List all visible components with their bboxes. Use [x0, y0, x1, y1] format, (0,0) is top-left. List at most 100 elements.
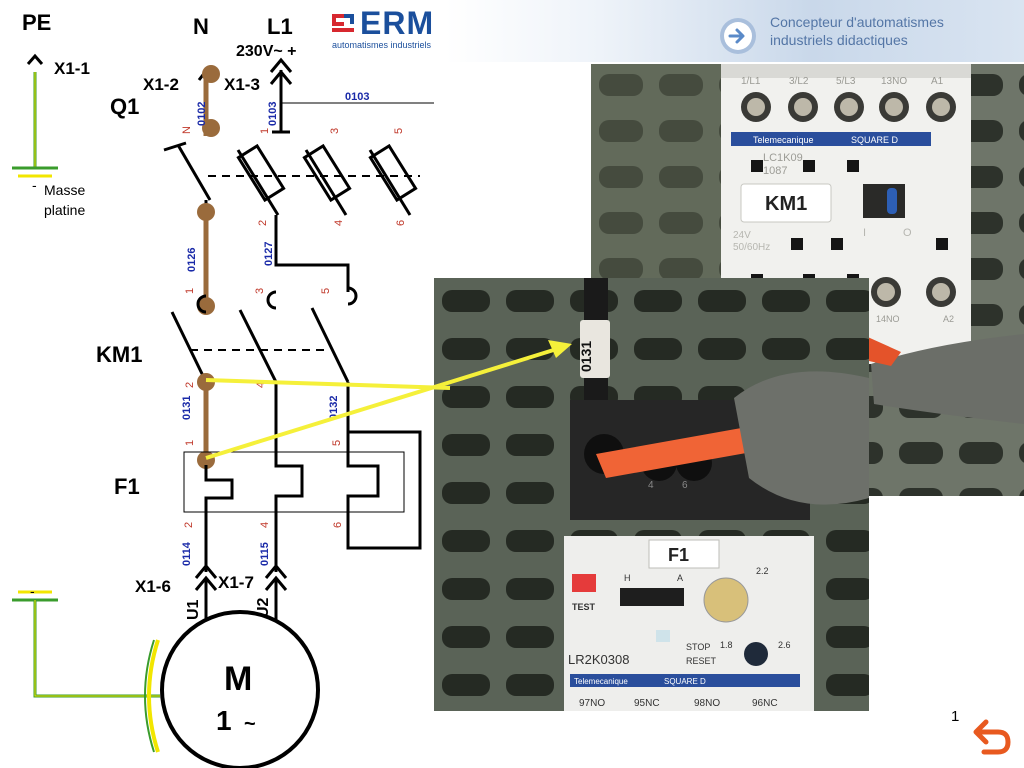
contactor-top-screws: [741, 92, 956, 122]
return-arrow-icon[interactable]: [970, 716, 1014, 758]
terminal-number: 6: [332, 522, 344, 528]
brand-name: Telemecanique: [574, 677, 628, 686]
manual-switch: [863, 184, 905, 218]
minus-top: -: [32, 177, 37, 193]
pe-label: PE: [22, 10, 51, 35]
test-button: [572, 574, 596, 592]
terminal-number: 3: [329, 128, 341, 134]
minus-bottom: -: [30, 583, 35, 599]
f1-thermal-relay: [183, 430, 422, 550]
arrow-circle-icon: [720, 18, 756, 54]
f1-tag-text: F1: [668, 545, 689, 565]
coil-frequency: 50/60Hz: [733, 242, 770, 253]
terminal-number: 2: [257, 220, 269, 226]
model-number: LC1K09: [763, 152, 803, 164]
x1-6-label: X1-6: [135, 577, 171, 596]
motor-m: M: [224, 660, 252, 698]
contact-label: 95NC: [634, 698, 660, 709]
wire-marker-text: 0131: [578, 341, 594, 372]
x1-3-label: X1-3: [224, 75, 260, 94]
model-code: 1087: [763, 165, 787, 177]
terminal-label: 14NO: [876, 314, 900, 324]
dial-low: 1.8: [720, 640, 733, 650]
relay-model: LR2K0308: [568, 652, 629, 667]
dial-mid: 2.2: [756, 566, 769, 576]
switch-i-label: I: [863, 227, 866, 239]
wire-number: 0102: [196, 102, 208, 126]
contact-label: 98NO: [694, 698, 720, 709]
x1-2-label: X1-2: [143, 75, 179, 94]
thermal-relay-photo: 0131 4 6 F1 TEST H A 2.2 1.8 2.6 LR2K030…: [434, 278, 869, 711]
terminal-label: A2: [943, 314, 954, 324]
test-label: TEST: [572, 602, 596, 612]
wire-number: 0103: [345, 91, 369, 103]
setting-dial: [703, 577, 749, 623]
brand-strip: [731, 132, 931, 146]
probe-handle: [734, 371, 869, 505]
coil-voltage: 24V: [733, 230, 751, 241]
wire-number: 0103: [267, 102, 279, 126]
masse-label: Masse: [44, 182, 85, 198]
switch-o-label: O: [903, 227, 912, 239]
terminal-number: 1: [184, 440, 196, 446]
terminal-number: 5: [393, 128, 405, 134]
reset-label: RESET: [686, 656, 717, 666]
terminal-number: 5: [320, 288, 332, 294]
logo-subtitle: automatismes industriels: [332, 40, 432, 50]
brand-name-2: SQUARE D: [664, 677, 706, 686]
reset-button: [744, 642, 768, 666]
x1-7-label: X1-7: [218, 573, 254, 592]
header-band: [318, 0, 1024, 62]
brand-name: Telemecanique: [753, 135, 814, 145]
platine-label: platine: [44, 202, 85, 218]
x1-1-label: X1-1: [54, 59, 90, 78]
pe-earth-symbol: [12, 53, 58, 178]
tagline: Concepteur d'automatismes industriels di…: [770, 13, 944, 49]
terminal-number: 4: [255, 382, 267, 388]
wire-number: 0115: [259, 542, 271, 566]
contact-label: 97NO: [579, 698, 605, 709]
supply-voltage-label: 230V~ +: [236, 43, 297, 60]
terminal-label: 5/L3: [836, 76, 856, 87]
erm-logo: ERM automatismes industriels: [330, 5, 442, 54]
km1-tag: [740, 183, 832, 223]
neutral-label: N: [193, 14, 209, 39]
contact-label: 96NC: [752, 698, 778, 709]
mode-h-label: H: [624, 573, 631, 583]
erm-logo-mark-icon: [330, 10, 356, 36]
terminal-number: 3: [254, 288, 266, 294]
km1-contacts: [170, 286, 358, 383]
probe-tip: [596, 424, 774, 478]
motor-earth-symbol: [12, 590, 160, 753]
terminal-label: 4: [648, 480, 654, 491]
wire-number: 0132: [328, 396, 340, 420]
dial-high: 2.6: [778, 640, 791, 650]
wire-number: 0114: [181, 541, 193, 566]
probe-handle-right: [871, 334, 1024, 424]
terminal-number: 1: [259, 128, 271, 134]
wire-number: 0131: [181, 396, 193, 420]
terminal-number: 4: [259, 522, 271, 528]
terminal-number: 6: [395, 220, 407, 226]
q1-fuses: [236, 143, 418, 216]
stop-label: STOP: [686, 642, 710, 652]
mode-selector: [620, 588, 684, 606]
wire-marker: [580, 320, 610, 378]
u1-label: U1: [185, 599, 202, 620]
wire-number: 0127: [263, 242, 275, 266]
tagline-line-1: Concepteur d'automatismes: [770, 14, 944, 30]
phase-l1-label: L1: [267, 14, 293, 39]
q1-label: Q1: [110, 94, 139, 119]
tagline-line-2: industriels didactiques: [770, 32, 908, 48]
brand-strip: [570, 674, 800, 687]
terminal-number: N: [181, 126, 193, 134]
wire-number: 0126: [186, 248, 198, 272]
terminal-number: 5: [331, 440, 343, 446]
motor-ac-symbol: ~: [244, 713, 256, 735]
f1-label: F1: [114, 474, 140, 499]
motor-phase-count: 1: [216, 705, 232, 736]
terminal-label: 3/L2: [789, 76, 809, 87]
arrow-head-icon: [548, 340, 572, 358]
terminal-label: 6: [682, 480, 688, 491]
page-number: 1: [951, 708, 960, 725]
